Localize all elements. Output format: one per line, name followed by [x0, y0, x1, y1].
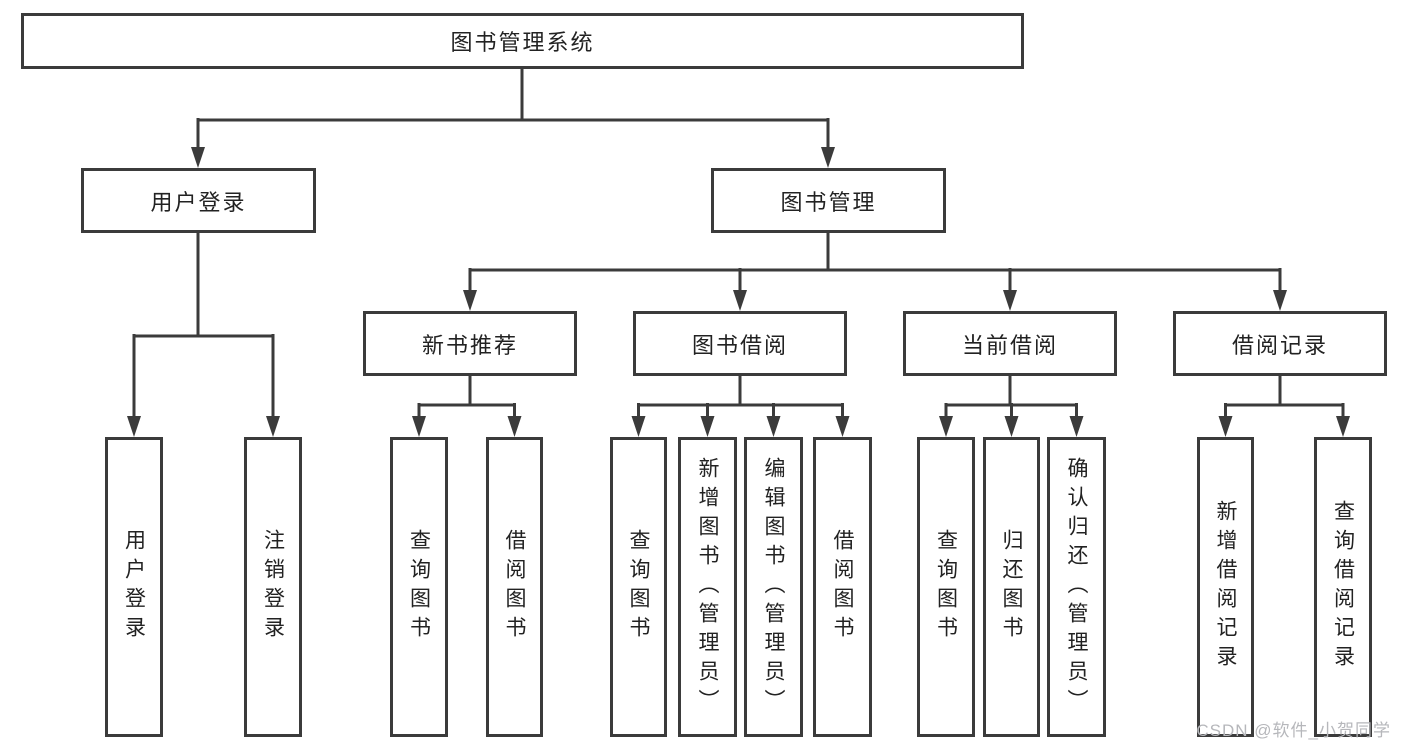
- watermark: CSDN @软件_小贺同学: [1196, 721, 1391, 740]
- leaf-borrow-books-recommend-label: 借阅图书: [503, 529, 526, 645]
- leaf-add-borrow-record: 新增借阅记录: [1197, 437, 1254, 737]
- leaf-logout: 注销登录: [244, 437, 302, 737]
- leaf-logout-label: 注销登录: [261, 529, 285, 645]
- leaf-borrow-books-borrow-label: 借阅图书: [831, 529, 854, 645]
- leaf-return-books-label: 归还图书: [1000, 529, 1023, 645]
- leaf-edit-book-admin: 编辑图书（管理员）: [744, 437, 803, 737]
- leaf-add-book-admin: 新增图书（管理员）: [678, 437, 737, 737]
- leaf-borrow-books-recommend: 借阅图书: [486, 437, 543, 737]
- node-borrow-records: 借阅记录: [1173, 311, 1387, 376]
- leaf-confirm-return-admin-label: 确认归还（管理员）: [1065, 456, 1088, 718]
- leaf-query-books-current-label: 查询图书: [934, 529, 958, 645]
- leaf-add-borrow-record-label: 新增借阅记录: [1214, 500, 1237, 674]
- node-new-book-recommend-label: 新书推荐: [421, 332, 518, 358]
- leaf-query-books-current: 查询图书: [917, 437, 975, 737]
- node-root-label: 图书管理系统: [450, 30, 595, 55]
- node-book-management-label: 图书管理: [780, 189, 877, 215]
- node-user-login: 用户登录: [81, 168, 316, 233]
- leaf-query-books-recommend: 查询图书: [390, 437, 448, 737]
- node-user-login-label: 用户登录: [150, 189, 247, 215]
- node-current-borrow-label: 当前借阅: [961, 332, 1058, 358]
- leaf-query-books-recommend-label: 查询图书: [407, 529, 431, 645]
- node-new-book-recommend: 新书推荐: [363, 311, 577, 376]
- leaf-user-login: 用户登录: [105, 437, 163, 737]
- leaf-borrow-books-borrow: 借阅图书: [813, 437, 872, 737]
- node-book-borrow-label: 图书借阅: [691, 332, 788, 358]
- leaf-confirm-return-admin: 确认归还（管理员）: [1047, 437, 1106, 737]
- leaf-edit-book-admin-label: 编辑图书（管理员）: [762, 456, 785, 718]
- leaf-query-books-borrow-label: 查询图书: [627, 529, 650, 645]
- leaf-query-books-borrow: 查询图书: [610, 437, 667, 737]
- node-book-management: 图书管理: [711, 168, 946, 233]
- leaf-query-borrow-record-label: 查询借阅记录: [1331, 500, 1355, 674]
- arrowheads: [127, 147, 1350, 437]
- leaf-add-book-admin-label: 新增图书（管理员）: [696, 456, 719, 718]
- leaf-return-books: 归还图书: [983, 437, 1040, 737]
- leaf-query-borrow-record: 查询借阅记录: [1314, 437, 1372, 737]
- leaf-user-login-label: 用户登录: [122, 529, 146, 645]
- node-book-borrow: 图书借阅: [633, 311, 847, 376]
- node-borrow-records-label: 借阅记录: [1231, 332, 1328, 358]
- node-root: 图书管理系统: [21, 13, 1024, 69]
- node-current-borrow: 当前借阅: [903, 311, 1117, 376]
